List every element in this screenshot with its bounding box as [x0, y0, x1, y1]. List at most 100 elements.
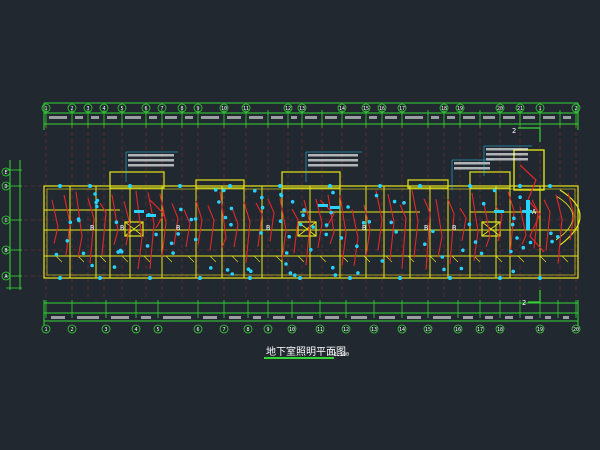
wall-fixture — [468, 184, 472, 188]
light-fixture — [431, 229, 435, 234]
light-fixture — [329, 210, 334, 215]
bottom-axis-bubble-label: 11 — [317, 327, 323, 333]
light-fixture — [339, 236, 344, 240]
light-fixture — [512, 216, 516, 221]
top-axis-bubble — [495, 103, 505, 113]
light-fixture — [324, 232, 329, 237]
bottom-axis-bubble-label: 12 — [343, 327, 349, 333]
light-fixture — [171, 251, 175, 255]
room-letter: B — [266, 224, 270, 232]
bottom-axis-bubble — [495, 324, 505, 334]
circuit-run — [87, 198, 95, 264]
door-swing — [451, 255, 459, 263]
light-fixture — [442, 267, 446, 272]
upper-bay — [469, 171, 511, 189]
top-axis-bubble — [571, 103, 581, 113]
light-fixture — [279, 193, 284, 198]
light-fixture — [511, 269, 515, 274]
upper-bay — [195, 179, 245, 189]
light-fixture — [473, 240, 478, 244]
room-letter: B — [90, 224, 94, 232]
door-swing — [231, 255, 239, 263]
section-mark-top: 2 — [512, 127, 516, 135]
bottom-dim-text — [379, 316, 395, 319]
light-fixture — [179, 207, 183, 212]
wall-fixture — [278, 184, 282, 188]
outer-wall — [43, 185, 579, 279]
door-swing — [561, 255, 569, 263]
wall-fixture — [178, 184, 182, 188]
light-fixture — [118, 248, 123, 253]
bottom-dim-text — [433, 316, 451, 319]
bottom-axis-bubble — [263, 324, 273, 334]
circuit-run — [315, 198, 323, 249]
bottom-axis-bubble — [101, 324, 111, 334]
light-fixture — [249, 269, 253, 274]
bottom-dim-text — [463, 316, 473, 319]
section-cut-bottom — [528, 290, 541, 303]
bottom-axis-bubble-label: 9 — [266, 327, 269, 333]
top-dim-text — [447, 116, 455, 119]
bottom-axis-bubble-label: 1 — [44, 327, 47, 333]
top-axis-bubble — [439, 103, 449, 113]
circuit-run — [303, 199, 311, 266]
door-swing — [319, 255, 327, 263]
circuit-run — [219, 191, 227, 248]
circuit-riser — [519, 164, 545, 253]
left-axis-bubble — [1, 167, 11, 177]
light-fixture — [356, 271, 360, 275]
light-fixture — [246, 267, 251, 272]
circuit-run — [483, 203, 491, 248]
circuit-run — [411, 190, 419, 258]
top-dim-text — [523, 116, 535, 119]
wall-fixture — [88, 184, 92, 188]
top-axis-bubble-label: 7 — [160, 106, 163, 112]
circuit-run — [111, 194, 119, 245]
door-swing — [429, 255, 437, 263]
circuit-run — [543, 199, 551, 251]
distribution-panel — [134, 210, 144, 213]
top-axis-bubble — [193, 103, 203, 113]
bottom-dim-text — [325, 316, 339, 319]
bottom-dim-text — [229, 316, 241, 319]
bottom-dim-text — [141, 316, 151, 319]
bottom-axis-bubble-label: 2 — [70, 327, 73, 333]
door-swing — [407, 255, 415, 263]
top-axis-bubble-label: 3 — [86, 106, 89, 112]
top-axis-bubble-label: 5 — [120, 106, 123, 112]
elevator-shaft — [297, 221, 317, 237]
light-fixture — [260, 205, 265, 210]
bottom-axis-bubble — [193, 324, 203, 334]
top-axis-bubble-label: 16 — [379, 106, 385, 112]
light-fixture — [225, 268, 230, 272]
distribution-panel — [494, 210, 504, 213]
light-fixture — [189, 217, 194, 222]
light-fixture — [361, 221, 366, 225]
top-axis-bubble — [283, 103, 293, 113]
light-fixture — [346, 205, 350, 209]
circuit-run — [51, 199, 59, 244]
top-dim-text — [385, 116, 397, 119]
top-dim-text — [107, 116, 117, 119]
top-dim-text — [91, 116, 99, 119]
top-axis-bubble-label: 15 — [363, 106, 369, 112]
curved-wall-inner — [555, 195, 574, 241]
outer-wall-inner — [46, 188, 576, 276]
light-fixture — [374, 193, 379, 198]
top-axis-bubble-label: 17 — [399, 106, 405, 112]
bottom-dim-text — [273, 316, 285, 319]
light-fixture — [311, 225, 316, 229]
distribution-panel — [330, 206, 340, 209]
room-letter: B — [452, 224, 456, 232]
upper-bay — [281, 171, 341, 189]
circuit-run — [135, 190, 143, 270]
light-fixture — [95, 198, 100, 203]
lighting-circuits — [51, 164, 575, 270]
top-axis-bubble — [361, 103, 371, 113]
light-fixture — [331, 265, 335, 270]
light-fixture — [549, 231, 553, 236]
light-fixture — [518, 195, 522, 199]
top-dim-text — [369, 116, 377, 119]
door-swing — [55, 255, 63, 263]
